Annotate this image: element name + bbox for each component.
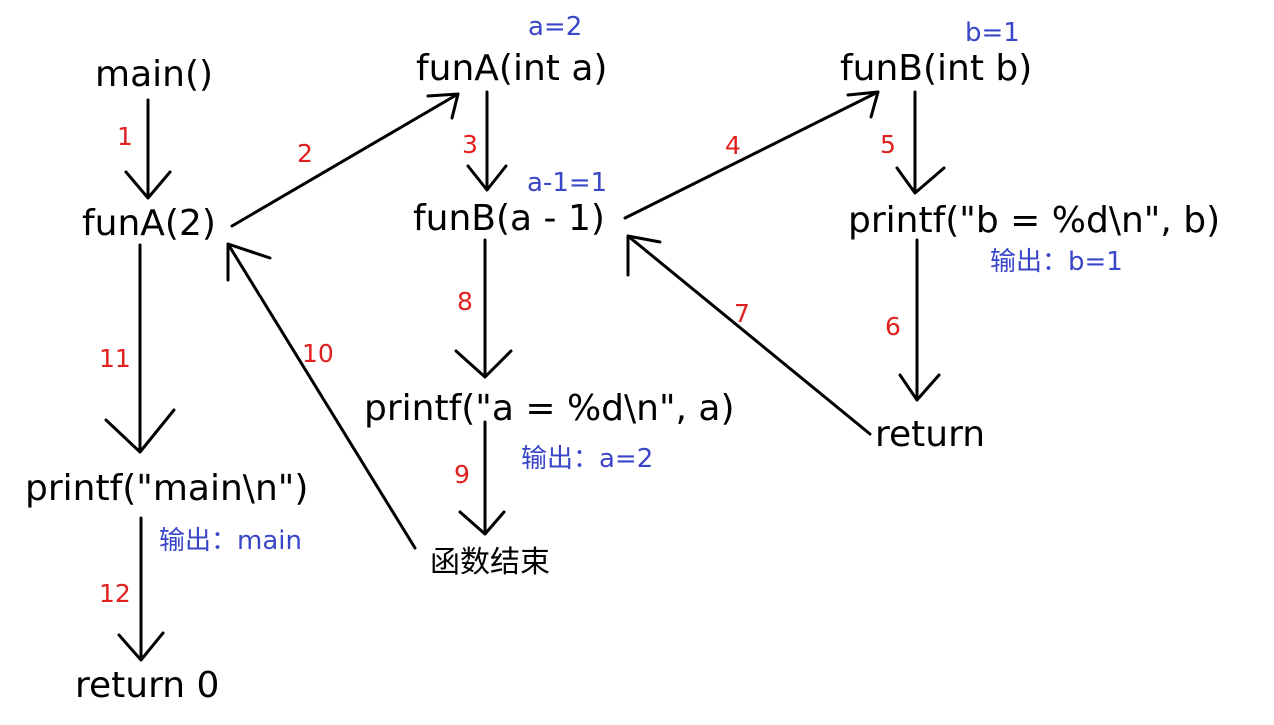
step-label-6: 6 [885, 312, 901, 341]
note-output-b: 输出：b=1 [990, 247, 1123, 277]
arrow-10 [226, 242, 417, 550]
arrow-3 [466, 90, 508, 192]
arrow-5 [895, 90, 946, 195]
step-label-11: 11 [99, 344, 131, 373]
code-nodes: main() funA(2) printf("main\n") return 0… [25, 48, 1220, 706]
arrow-11 [104, 243, 176, 454]
node-printf-main: printf("main\n") [25, 468, 308, 509]
note-a-minus-1: a-1=1 [527, 168, 607, 198]
annotations: a=2 b=1 a-1=1 输出：b=1 输出：a=2 输出：main [159, 12, 1123, 556]
arrow-12 [117, 516, 165, 662]
step-label-10: 10 [302, 339, 334, 368]
step-label-9: 9 [454, 460, 470, 489]
arrow-2 [230, 92, 460, 228]
node-main: main() [95, 54, 213, 95]
note-output-main: 输出：main [159, 526, 302, 556]
arrow-6 [898, 238, 941, 402]
arrow-4 [623, 90, 880, 220]
step-label-3: 3 [462, 130, 478, 159]
node-funB-def: funB(int b) [840, 48, 1032, 89]
note-output-a: 输出：a=2 [521, 444, 653, 474]
arrow-1 [124, 98, 172, 200]
arrow-9 [458, 420, 506, 536]
step-label-7: 7 [734, 299, 750, 328]
step-label-1: 1 [117, 122, 133, 151]
node-printf-b: printf("b = %d\n", b) [848, 200, 1220, 241]
note-a-value: a=2 [528, 12, 582, 42]
step-label-5: 5 [880, 130, 896, 159]
step-label-12: 12 [99, 579, 131, 608]
step-label-8: 8 [457, 287, 473, 316]
arrow-7 [626, 234, 872, 436]
node-printf-a: printf("a = %d\n", a) [364, 388, 735, 429]
node-funA-def: funA(int a) [416, 48, 607, 89]
node-return: return [875, 414, 985, 455]
node-call-funA: funA(2) [82, 203, 216, 244]
node-return-0: return 0 [75, 665, 219, 706]
step-label-2: 2 [297, 139, 313, 168]
note-b-value: b=1 [965, 18, 1020, 48]
node-call-funB: funB(a - 1) [413, 198, 605, 239]
node-func-end: 函数结束 [430, 545, 550, 580]
step-labels: 1 2 3 4 5 6 7 8 9 10 11 12 [99, 122, 901, 608]
step-label-4: 4 [725, 131, 741, 160]
arrow-8 [454, 238, 513, 379]
arrows [104, 90, 946, 662]
